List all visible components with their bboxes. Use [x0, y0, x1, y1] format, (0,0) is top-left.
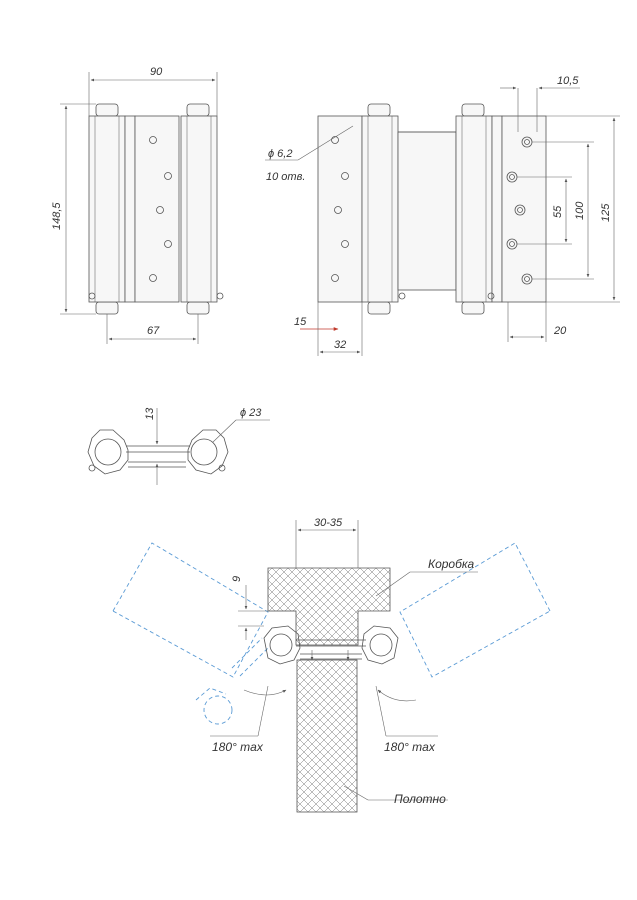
dim-67: 67 [147, 325, 160, 337]
door-leaf-hatch [296, 659, 358, 813]
installation-view: 30-35 9 180° max 180° max Коробка Полотн… [112, 517, 551, 813]
door-leaf-label: Полотно [394, 792, 446, 806]
front-view: 90 148,5 67 [51, 66, 224, 344]
screw-holes [149, 136, 172, 282]
dim-90: 90 [150, 66, 163, 78]
dim-32: 32 [334, 339, 346, 351]
angle-left-label: 180° max [212, 740, 264, 754]
side-view: ϕ 6,2 10 отв. 15 32 [265, 103, 457, 356]
dim-125: 125 [600, 203, 612, 222]
dim-55: 55 [552, 205, 564, 218]
dim-10-5: 10,5 [557, 75, 579, 87]
dim-13: 13 [144, 407, 156, 420]
dim-100: 100 [574, 201, 586, 220]
dim-148-5: 148,5 [51, 202, 63, 230]
hole-diameter: ϕ 6,2 [268, 148, 292, 160]
frame-hatch [267, 567, 391, 646]
dim-23: ϕ 23 [240, 407, 262, 419]
dim-9: 9 [231, 576, 243, 582]
dim-20: 20 [553, 325, 567, 337]
frame-label: Коробка [428, 557, 475, 571]
dim-15: 15 [294, 316, 307, 328]
plan-view: 13 ϕ 23 [87, 407, 270, 485]
hole-count: 10 отв. [266, 171, 305, 183]
side-screw-holes [331, 136, 349, 282]
side-view-right: 10,5 55 100 125 20 [455, 75, 620, 342]
angle-right-label: 180° max [384, 740, 436, 754]
dim-30-35: 30-35 [314, 517, 343, 529]
